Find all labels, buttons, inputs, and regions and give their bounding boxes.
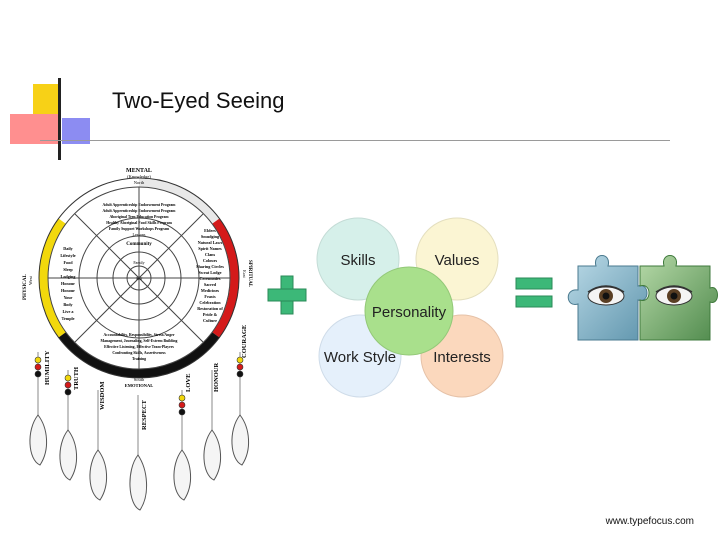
wheel-left-line: Your <box>64 295 73 300</box>
wheel-bottom-line: Confronting Skills, Assertiveness <box>112 351 166 355</box>
wheel-top-lines: Adult Apprenticeship Endorsement Program… <box>103 203 177 231</box>
eye-left-icon <box>587 285 625 306</box>
wheel-right-line: Elders <box>204 228 216 233</box>
wheel-top-line: Adult Apprenticeship Endorsement Program <box>103 209 177 213</box>
feather-decorations <box>29 352 249 511</box>
footer-source: www.typefocus.com <box>605 516 694 527</box>
wheel-right-line: Natural Laws <box>198 240 223 245</box>
wheel-top-dir: North <box>134 180 145 185</box>
wheel-right-line: Feasts <box>204 294 216 299</box>
wheel-right-dir: East <box>242 270 247 278</box>
bead-decorations <box>34 356 244 416</box>
wheel-top-label: MENTAL <box>126 168 152 174</box>
value-courage: COURAGE <box>241 325 248 358</box>
wheel-right-line: Smudging <box>201 234 220 239</box>
wheel-right-line: Medicines <box>201 288 220 293</box>
wheel-bottom-label: South <box>134 377 145 382</box>
wheel-bottom-line: Management, Journaling, Self-Esteem Buil… <box>101 339 178 343</box>
venn-circle-personality <box>364 266 454 356</box>
wheel-right-line: Sacred <box>204 282 217 287</box>
value-truth: TRUTH <box>73 367 80 390</box>
value-wisdom: WISDOM <box>99 381 106 410</box>
wheel-left-line: Temple <box>61 316 74 321</box>
wheel-bottom-line: Accountability, Responsibility, Stress/A… <box>103 333 174 337</box>
wheel-ring-center: Self <box>136 276 143 281</box>
wheel-left-line: Daily <box>63 246 73 251</box>
wheel-right-lines: Elders Smudging Natural Laws Spirit Name… <box>196 228 224 323</box>
title-underline <box>40 140 670 141</box>
venn-label-interests: Interests <box>433 349 491 366</box>
decor-red-rectangle <box>10 114 60 144</box>
value-love: LOVE <box>185 374 192 392</box>
wheel-top-line: Aboriginal Teen Education Program <box>109 215 169 219</box>
wheel-top-line: Healthy Aboriginal Food Skills Program <box>106 221 172 225</box>
wheel-ring-family: Family <box>133 260 144 265</box>
wheel-right-line: Colours <box>203 258 218 263</box>
wheel-right-line: Restoration of <box>197 306 223 311</box>
wheel-bottom-sub: EMOTIONAL <box>125 383 154 388</box>
wheel-value-labels: HUMILITY TRUTH WISDOM RESPECT LOVE HONOU… <box>44 325 248 430</box>
venn-label-skills: Skills <box>340 252 375 269</box>
wheel-left-line: Lifestyle <box>60 253 75 258</box>
wheel-ring-lessons: Lessons <box>133 232 146 237</box>
wheel-right-line: Sharing Circles <box>196 264 224 269</box>
wheel-right-line: Sweat Lodge <box>199 270 222 275</box>
venn-label-personality: Personality <box>372 304 447 321</box>
medicine-wheel-image: MENTAL (Knowledge) North Adult Apprentic… <box>23 168 252 511</box>
plus-icon <box>267 275 307 315</box>
slide-title: Two-Eyed Seeing <box>112 88 285 113</box>
wheel-left-line: Sleep <box>63 267 73 272</box>
wheel-inner-rings <box>47 186 231 370</box>
decor-vertical-line <box>58 78 61 160</box>
wheel-left-label: PHYSICAL <box>23 273 28 300</box>
wheel-left-line: Food <box>63 260 73 265</box>
wheel-right-line: Spirit Names <box>198 246 222 251</box>
venn-label-work-style: Work Style <box>324 349 396 366</box>
wheel-left-lines: Daily Lifestyle Food Sleep Lodging Honou… <box>60 246 76 321</box>
two-eyed-puzzle-image <box>567 255 718 341</box>
wheel-top-sub: (Knowledge) <box>127 174 151 179</box>
personality-venn-diagram: Skills Values Personality Work Style Int… <box>316 217 504 398</box>
decor-blue-square <box>62 118 90 144</box>
wheel-top-line: Family Support Workshops Program <box>109 227 170 231</box>
value-honour: HONOUR <box>213 362 220 392</box>
wheel-left-line: Lodging <box>61 274 77 279</box>
wheel-outer-ring <box>38 177 240 379</box>
wheel-right-line: Pride & <box>203 312 218 317</box>
wheel-right-label: SPIRITUAL <box>247 260 252 288</box>
wheel-left-line: Honour <box>61 288 75 293</box>
eye-right-icon <box>655 285 693 306</box>
wheel-bottom-lines: Accountability, Responsibility, Stress/A… <box>101 333 178 361</box>
wheel-top-line: Adult Apprenticeship Endorsement Program <box>103 203 177 207</box>
wheel-ring-community: Community <box>126 242 152 247</box>
wheel-bottom-line: Training <box>132 357 146 361</box>
wheel-left-line: Honour <box>61 281 75 286</box>
equals-icon <box>515 277 553 308</box>
venn-label-values: Values <box>435 252 480 269</box>
wheel-left-line: Live a <box>62 309 74 314</box>
value-respect: RESPECT <box>141 399 148 430</box>
wheel-bottom-line: Effective Listening, Effective Team-Play… <box>104 345 174 349</box>
wheel-right-line: Celebration <box>199 300 221 305</box>
wheel-right-line: Ceremonies <box>199 276 220 281</box>
wheel-right-line: Clans <box>205 252 216 257</box>
wheel-left-line: Body <box>63 302 73 307</box>
value-humility: HUMILITY <box>44 350 51 385</box>
wheel-left-dir: West <box>28 275 33 285</box>
wheel-right-line: Culture <box>203 318 217 323</box>
